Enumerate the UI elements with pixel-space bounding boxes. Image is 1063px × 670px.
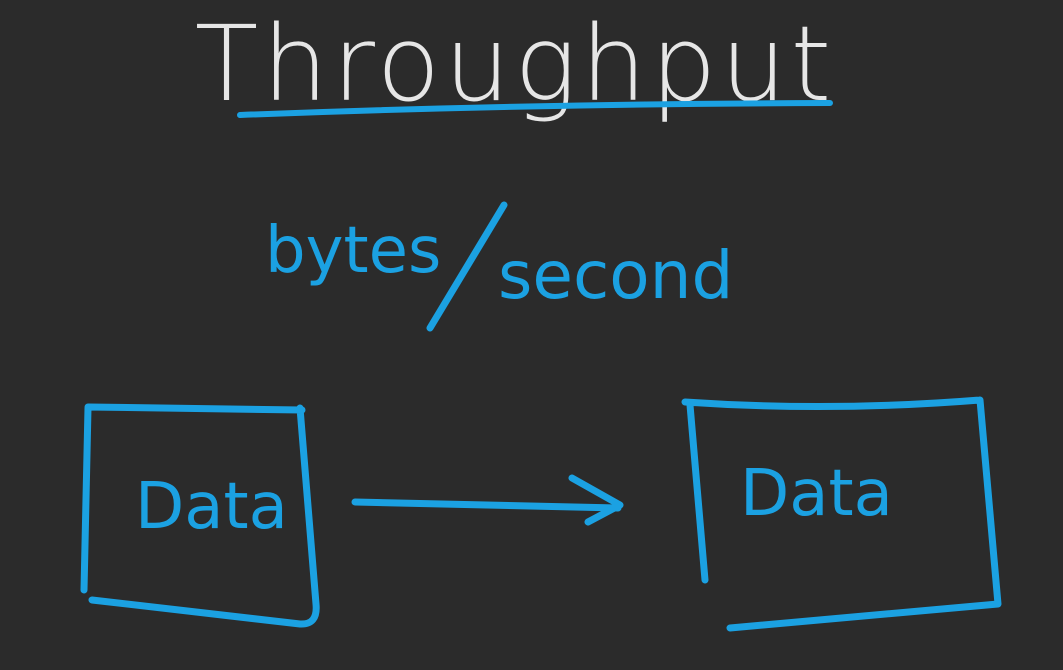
- target-box-label: Data: [740, 457, 893, 531]
- transfer-arrow-head: [568, 474, 624, 526]
- transfer-arrow-shaft: [351, 498, 622, 512]
- unit-denominator: second: [498, 237, 733, 314]
- unit-separator-slash: [426, 201, 508, 332]
- source-box-label: Data: [135, 470, 288, 544]
- target-box: [681, 396, 1002, 632]
- title-underline: [237, 100, 833, 118]
- unit-numerator: bytes: [265, 214, 441, 288]
- source-box: [80, 403, 320, 628]
